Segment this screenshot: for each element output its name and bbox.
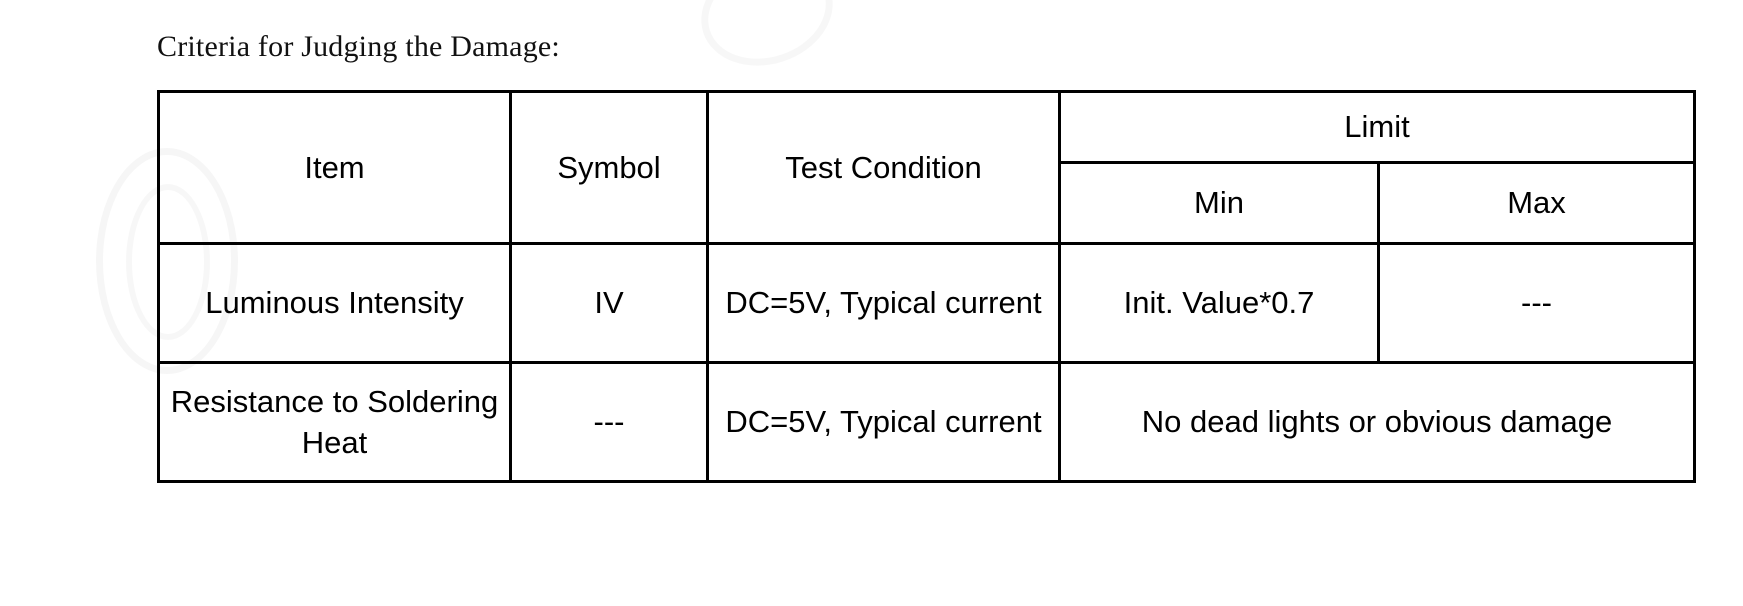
table-body: Luminous Intensity IV DC=5V, Typical cur… [157,242,1697,483]
cell-limit-min: Init. Value*0.7 [1058,242,1380,364]
table-row: Luminous Intensity IV DC=5V, Typical cur… [157,242,1697,364]
column-header-test-condition: Test Condition [706,90,1061,245]
criteria-table: Item Symbol Test Condition Limit Min Max… [157,90,1697,483]
cell-test-condition: DC=5V, Typical current [706,361,1061,483]
table-header-row-sub: Min Max [159,161,1697,245]
cell-limit-max: --- [1376,242,1697,364]
cell-item: Luminous Intensity [157,242,512,364]
column-header-max: Max [1376,161,1697,245]
cell-limit-merged: No dead lights or obvious damage [1057,361,1697,483]
background-watermark-top [687,0,847,82]
cell-symbol: IV [509,242,709,364]
column-header-item: Item [157,90,512,245]
table-row: Resistance to Soldering Heat --- DC=5V, … [157,361,1697,483]
cell-symbol: --- [509,361,709,483]
page-title: Criteria for Judging the Damage: [157,30,560,63]
table-header: Item Symbol Test Condition Limit Min Max [157,90,1697,245]
column-header-min: Min [1058,161,1380,245]
table-header-row-top: Item Symbol Test Condition Limit [157,90,1697,245]
criteria-table-container: Item Symbol Test Condition Limit Min Max… [157,90,1697,483]
cell-item: Resistance to Soldering Heat [157,361,512,483]
column-header-limit: Limit [1057,90,1697,164]
cell-test-condition: DC=5V, Typical current [706,242,1061,364]
column-header-symbol: Symbol [509,90,709,245]
